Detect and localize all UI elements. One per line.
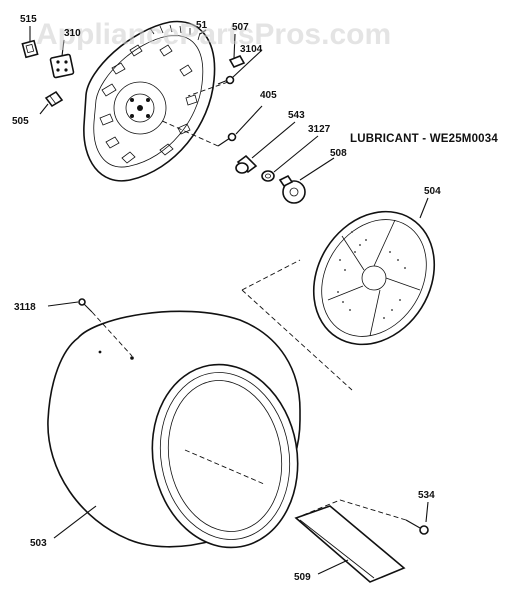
label-534: 534 bbox=[418, 490, 435, 501]
part-534-screw bbox=[405, 519, 429, 535]
part-3118-screw bbox=[78, 298, 93, 313]
label-51: 51 bbox=[196, 20, 208, 31]
watermark-text: AppliancePartsPros.com bbox=[36, 18, 391, 51]
label-3118: 3118 bbox=[14, 302, 36, 313]
part-3104-screw bbox=[217, 75, 235, 85]
label-543: 543 bbox=[288, 110, 305, 121]
part-505-fuse bbox=[44, 90, 64, 108]
lubricant-note: LUBRICANT - WE25M0034 bbox=[350, 133, 498, 145]
part-labels: 515 310 505 51 507 3104 405 543 3127 LUB… bbox=[12, 14, 498, 583]
part-310-thermostat bbox=[49, 53, 75, 79]
part-507-screw bbox=[228, 54, 246, 69]
part-509-slide bbox=[294, 505, 406, 583]
label-505: 505 bbox=[12, 116, 29, 127]
label-508: 508 bbox=[330, 148, 347, 159]
part-504-baffle-plate bbox=[312, 210, 436, 346]
part-508-shaft bbox=[278, 174, 306, 204]
rear-bulkhead-part bbox=[83, 20, 216, 182]
part-503-drum bbox=[47, 310, 301, 549]
part-3127-washer bbox=[261, 170, 275, 182]
part-515-clip bbox=[21, 39, 39, 59]
label-515: 515 bbox=[20, 14, 37, 25]
leader-lines bbox=[29, 26, 429, 575]
label-503: 503 bbox=[30, 538, 47, 549]
part-543-bearing bbox=[235, 154, 258, 174]
label-3127: 3127 bbox=[308, 124, 331, 135]
label-504: 504 bbox=[424, 186, 441, 197]
label-405: 405 bbox=[260, 90, 277, 101]
label-310: 310 bbox=[64, 28, 81, 39]
assembly-guide-lines bbox=[91, 81, 407, 521]
label-3104: 3104 bbox=[240, 44, 263, 55]
label-507: 507 bbox=[232, 22, 249, 33]
label-509: 509 bbox=[294, 572, 311, 583]
part-405-screw bbox=[217, 132, 237, 147]
